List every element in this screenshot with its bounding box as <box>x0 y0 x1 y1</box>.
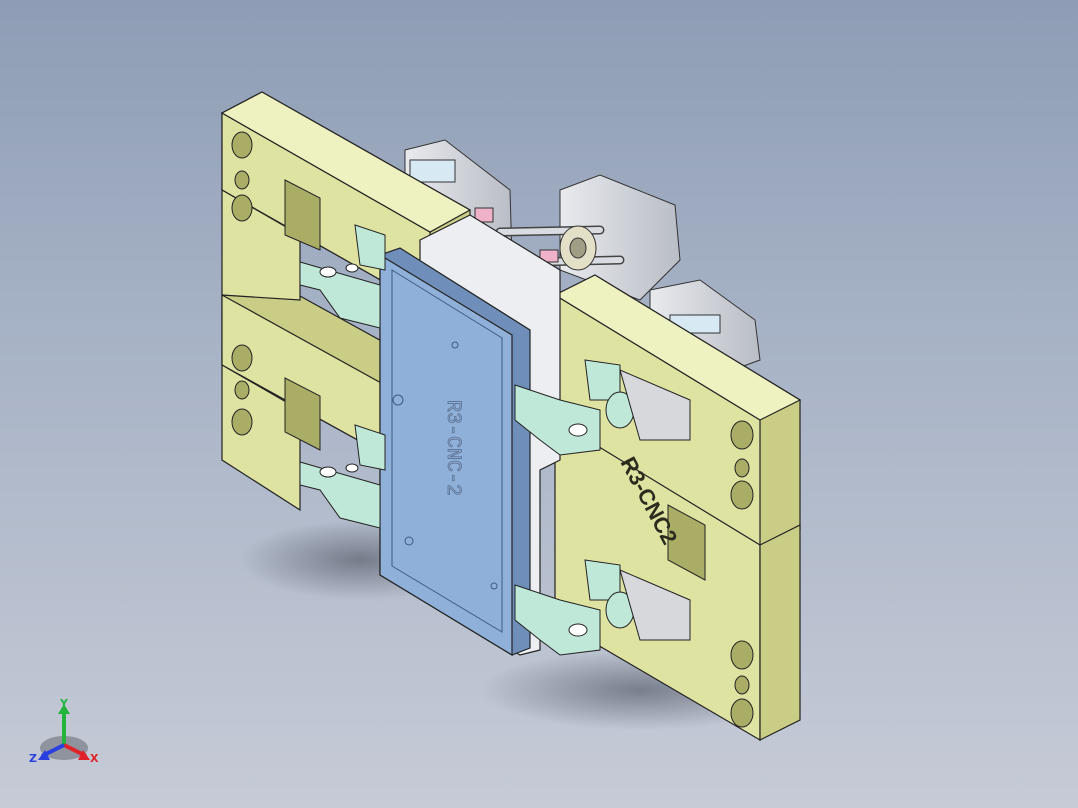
z-axis-label: Z <box>29 752 37 765</box>
clamp-lower-left[interactable] <box>299 424 386 529</box>
clamp-lower-right[interactable] <box>514 559 691 656</box>
y-axis-arrowhead <box>58 704 70 714</box>
y-axis-label: Y <box>59 697 69 710</box>
plate-label: R3-CNC-2 <box>441 400 464 496</box>
right-base-plate[interactable]: R3-CNC2 <box>553 274 802 742</box>
x-axis-label: X <box>90 752 99 765</box>
clamp-upper-right[interactable] <box>514 359 691 456</box>
part-plate[interactable]: R3-CNC-2 <box>379 247 531 657</box>
clamp-upper-left[interactable] <box>299 224 386 329</box>
orientation-triad[interactable]: Y X Z <box>29 697 99 765</box>
x-axis-arrowhead <box>78 750 90 760</box>
z-axis-arrowhead <box>38 750 50 760</box>
